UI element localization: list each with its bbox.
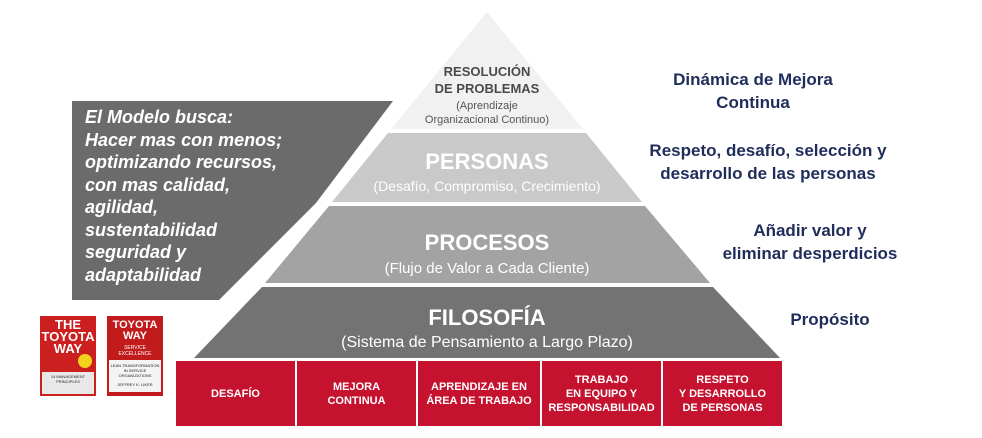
book-author: JEFFREY K. LIKER [117,382,153,387]
model-box-line: sustentabilidad [85,219,218,240]
base-cell-line: CONTINUA [327,394,386,407]
book-badge-icon [78,354,92,368]
level-title-line: RESOLUCIÓN [443,64,531,79]
base-cell-line: APRENDIZAJE EN [431,380,527,393]
base-cell-line: Y DESARROLLO [678,387,767,400]
book-title: THE TOYOTA WAY [40,317,96,356]
model-box-line: agilidad, [85,197,159,217]
level-filosofia-title: FILOSOFÍA [428,305,546,330]
pyramid-level-filosofia [194,287,780,358]
base-cell-line: MEJORA [332,380,381,393]
book-subtitle: 14 MANAGEMENT PRINCIPLES [50,374,86,384]
model-box-line: seguridad y [85,242,187,262]
model-box-text: El Modelo busca: Hacer mas con menos; op… [85,106,325,286]
pyramid-level-resolucion [391,12,583,129]
level-resolucion-title: RESOLUCIÓN DE PROBLEMAS [407,63,567,97]
right-label-line: Propósito [790,310,870,329]
book-tagline: LEAN TRANSFORMATION IN SERVICE ORGANIZAT… [110,363,160,378]
right-label-line: Dinámica de Mejora [673,70,833,89]
book-toyota-service-cover: TOYOTA WAY SERVICE EXCELLENCE LEAN TRANS… [107,316,163,396]
model-box-shape [72,101,393,300]
model-box-line: con mas calidad, [85,174,231,195]
base-cell-line: RESPONSABILIDAD [548,401,655,414]
base-cell-line: TRABAJO [574,373,629,386]
model-box-line: El Modelo busca: [85,107,234,127]
pyramid-level-personas [332,133,642,202]
right-label-line: Continua [716,93,790,112]
pyramid-level-procesos [265,206,710,283]
right-label-personas: Respeto, desafío, selección y desarrollo… [618,139,918,185]
level-procesos-title: PROCESOS [424,230,550,255]
right-label-line: Respeto, desafío, selección y [649,141,887,160]
level-subtitle-line: Organizacional Continuo) [424,114,550,126]
base-cell-line: RESPETO [696,373,749,386]
base-cell-desafio: DESAFÍO [176,361,295,426]
book-title-line: TOYOTA [112,319,158,331]
base-cell-respeto: RESPETO Y DESARROLLO DE PERSONAS [663,361,782,426]
base-cell-aprendizaje: APRENDIZAJE EN ÁREA DE TRABAJO [418,361,540,426]
level-personas-subtitle: (Desafío, Compromiso, Crecimiento) [373,178,601,194]
base-cell-line: ÁREA DE TRABAJO [426,394,532,407]
base-cell-trabajo: TRABAJO EN EQUIPO Y RESPONSABILIDAD [542,361,661,426]
base-cell-mejora: MEJORA CONTINUA [297,361,416,426]
book-title: TOYOTA WAY [107,320,163,342]
right-label-line: Añadir valor y [753,221,867,240]
base-cell-line: EN EQUIPO Y [565,387,638,400]
level-subtitle-line: (Aprendizaje [456,100,518,112]
right-label-line: desarrollo de las personas [660,164,876,183]
level-title-line: DE PROBLEMAS [434,81,540,96]
book-subtitle: SERVICE EXCELLENCE [118,345,152,357]
book-title-line: WAY [53,341,83,356]
model-box-line: adaptabilidad [85,264,202,285]
base-cell-line: DE PERSONAS [682,401,763,414]
book-photo-strip [109,360,161,392]
book-photo-strip [42,372,94,394]
right-label-line: eliminar desperdicios [722,244,898,263]
right-label-mejora: Dinámica de Mejora Continua [623,68,883,114]
book-title-line: TOYOTA [41,329,95,344]
right-label-procesos: Añadir valor y eliminar desperdicios [690,219,930,265]
level-resolucion-subtitle: (Aprendizaje Organizacional Continuo) [397,99,577,127]
base-cell-line: DESAFÍO [211,387,260,400]
model-box-line: Hacer mas con menos; [85,129,283,150]
book-title-line: THE [55,317,81,332]
book-toyota-way-cover: THE TOYOTA WAY 14 MANAGEMENT PRINCIPLES [40,316,96,396]
level-filosofia-subtitle: (Sistema de Pensamiento a Largo Plazo) [341,334,633,351]
book-title-line: WAY [122,330,148,342]
level-procesos-subtitle: (Flujo de Valor a Cada Cliente) [384,260,590,277]
model-box-line: optimizando recursos, [85,152,278,172]
level-personas-title: PERSONAS [425,149,549,174]
right-label-proposito: Propósito [750,308,910,331]
